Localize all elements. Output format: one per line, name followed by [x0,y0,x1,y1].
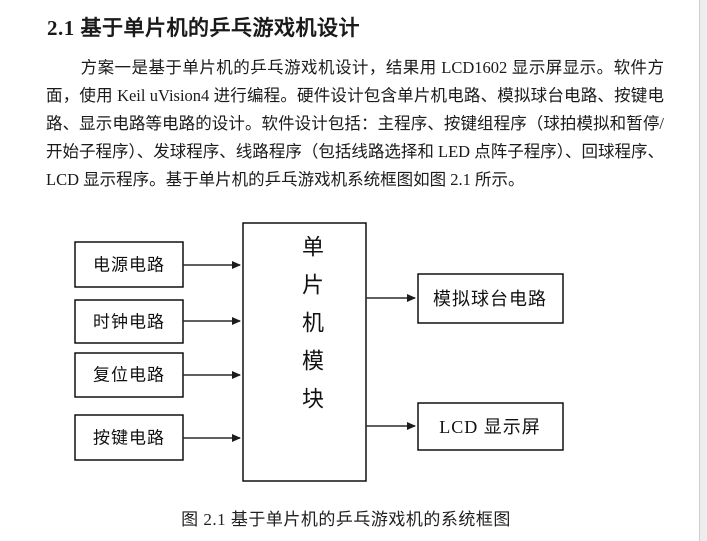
mcu-module-label-char-3: 机 [302,311,324,336]
page-edge-strip [699,0,707,541]
mcu-module-label-char-2: 片 [302,273,324,298]
clock-circuit-node: 时钟电路 [74,299,184,344]
reset-circuit-node: 复位电路 [74,352,184,398]
power-circuit-node: 电源电路 [74,241,184,288]
lcd-display-box [417,402,564,451]
clock-circuit-label: 时钟电路 [93,313,165,332]
keypad-circuit-node: 按键电路 [74,414,184,461]
mcu-module-node: 单 片 机 模 块 [242,222,367,482]
keypad-circuit-label: 按键电路 [93,429,165,448]
body-paragraph: 方案一是基于单片机的乒乓游戏机设计，结果用 LCD1602 显示屏显示。软件方面… [46,58,664,189]
mcu-module-box [242,222,367,482]
sim-table-circuit-node: 模拟球台电路 [417,273,564,324]
mcu-module-label-char-1: 单 [302,235,324,260]
figure-caption: 图 2.1 基于单片机的乒乓游戏机的系统框图 [181,510,511,529]
power-circuit-label: 电源电路 [93,256,165,275]
sim-table-circuit-label: 模拟球台电路 [433,289,547,309]
lcd-display-label: LCD 显示屏 [439,417,541,437]
sim-table-circuit-box [417,273,564,324]
mcu-module-label-char-4: 模 [302,349,324,374]
reset-circuit-label: 复位电路 [93,366,165,385]
section-heading: 2.1 基于单片机的乒乓游戏机设计 [47,16,360,40]
mcu-module-label-char-5: 块 [302,387,324,412]
lcd-display-node: LCD 显示屏 [417,402,564,451]
